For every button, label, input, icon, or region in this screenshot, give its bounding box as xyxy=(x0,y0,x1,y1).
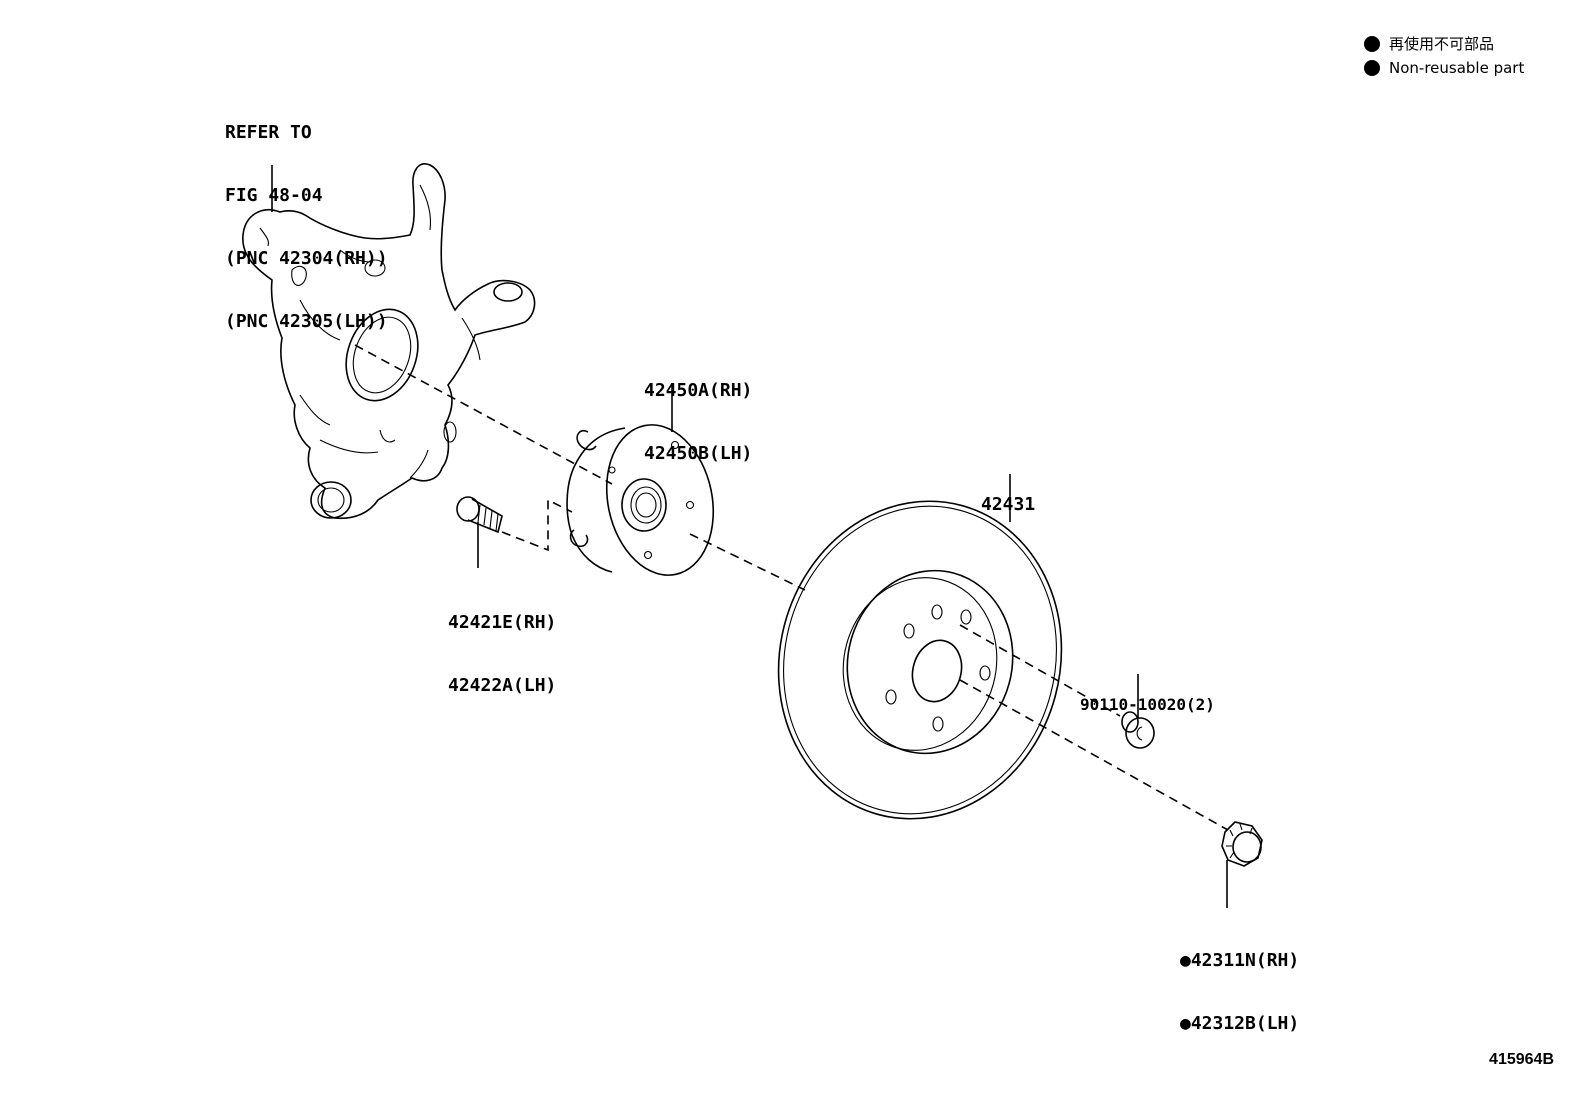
axis-line-bolt xyxy=(501,498,573,552)
legend-text-en: Non-reusable part xyxy=(1389,59,1525,77)
part-number[interactable]: 42450A(RH) xyxy=(644,380,753,401)
hub-bolt-drawing xyxy=(456,496,503,534)
part-number[interactable]: 42431 xyxy=(981,494,1036,515)
hub-bearing-drawing xyxy=(566,424,715,576)
axis-line-hub-disc xyxy=(689,533,806,591)
callout-disc[interactable]: 42431 xyxy=(981,452,1035,536)
axis-line-knuckle-hub xyxy=(354,344,613,485)
callout-knuckle: REFER TO FIG 48-04 (PNC 42304(RH)) (PNC … xyxy=(225,80,388,353)
lock-nut-drawing xyxy=(1221,821,1263,867)
non-reusable-dot-icon xyxy=(1364,35,1380,52)
legend-row-jp: 再使用不可部品 xyxy=(1364,33,1494,54)
set-screw-drawing xyxy=(1121,711,1155,749)
legend-text-jp: 再使用不可部品 xyxy=(1389,35,1495,53)
callout-nut[interactable]: ●42311N(RH) ●42312B(LH) xyxy=(1180,908,1299,1055)
callout-screw[interactable]: 90110-10020(2) xyxy=(1080,652,1215,736)
axis-line-disc-screw xyxy=(959,624,1121,717)
callout-line: FIG 48-04 xyxy=(225,185,323,206)
part-number[interactable]: 42450B(LH) xyxy=(644,443,753,464)
callout-line: (PNC 42305(LH)) xyxy=(225,311,388,332)
callout-line: REFER TO xyxy=(225,122,312,143)
callout-line: (PNC 42304(RH)) xyxy=(225,248,388,269)
legend-row-en: Non-reusable part xyxy=(1364,59,1524,77)
axis-line-disc-nut xyxy=(959,679,1229,831)
part-number[interactable]: ●42312B(LH) xyxy=(1180,1013,1300,1034)
part-number[interactable]: 42421E(RH) xyxy=(448,612,557,633)
part-number[interactable]: ●42311N(RH) xyxy=(1180,950,1300,971)
part-number[interactable]: 42422A(LH) xyxy=(448,675,557,696)
callout-bolt[interactable]: 42421E(RH) 42422A(LH) xyxy=(448,570,556,717)
non-reusable-dot-icon xyxy=(1364,60,1380,76)
callout-hub[interactable]: 42450A(RH) 42450B(LH) xyxy=(644,338,752,485)
brake-disc-drawing xyxy=(777,500,1063,820)
part-number[interactable]: 90110-10020(2) xyxy=(1080,695,1215,714)
diagram-number: 415964B xyxy=(1489,1051,1554,1068)
steering-knuckle-drawing xyxy=(242,163,536,520)
